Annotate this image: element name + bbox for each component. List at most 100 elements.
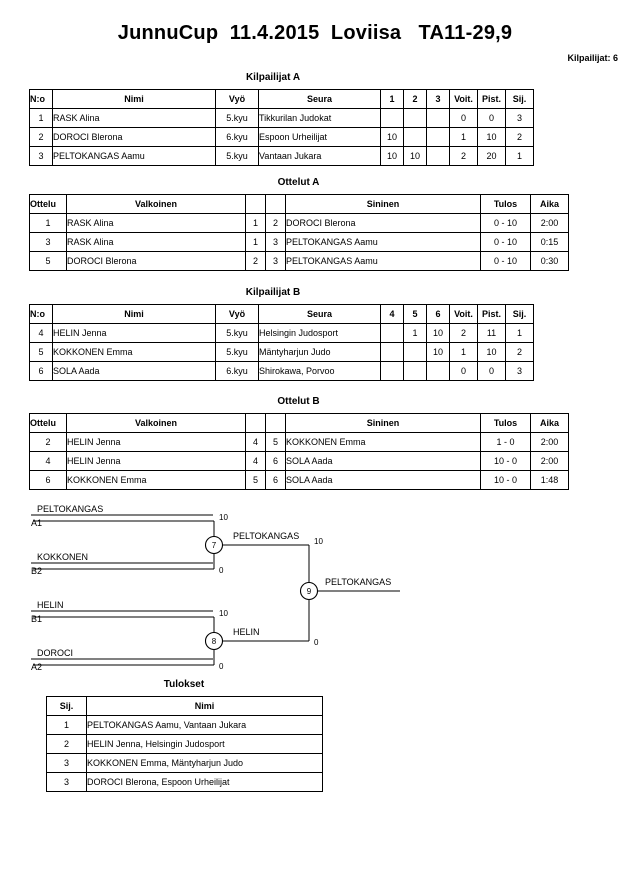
col-vyo: Vyö [215,304,259,324]
cell-sij: 3 [505,108,534,128]
cell-vyo: 5.kyu [215,323,259,343]
cell-voit: 2 [449,323,478,343]
col-pist: Pist. [477,89,506,109]
cell-pist: 0 [477,108,506,128]
matches-a-table: Ottelu Valkoinen Sininen Tulos Aika 1 RA… [29,194,569,271]
cell-sij: 3 [46,753,87,773]
bracket-seed-a2: A2 [31,662,42,672]
cell-sininen: SOLA Aada [285,451,481,471]
cell-pist: 20 [477,146,506,166]
cell-blue-no: 2 [265,213,286,233]
cell-white-no: 1 [245,213,266,233]
table-row: 1 RASK Alina 5.kyu Tikkurilan Judokat 0 … [29,108,534,128]
cell-vyo: 6.kyu [215,127,259,147]
cell-sij: 2 [46,734,87,754]
col-score-6: 6 [426,304,450,324]
cell-ottelu: 3 [29,232,67,252]
cell-tulos: 10 - 0 [480,470,531,490]
cell-blue-no: 6 [265,451,286,471]
cell-nimi: DOROCI Blerona [52,127,216,147]
bracket-winner-sf1: PELTOKANGAS [233,531,299,541]
bracket-node-8-label: 8 [212,637,217,646]
table-row: 3 RASK Alina 1 3 PELTOKANGAS Aamu 0 - 10… [29,232,569,252]
col-score-2: 2 [403,89,427,109]
table-row: 1 RASK Alina 1 2 DOROCI Blerona 0 - 10 2… [29,213,569,233]
cell-blue-no: 6 [265,470,286,490]
page-title: JunnuCup 11.4.2015 Loviisa TA11-29,9 [117,22,513,44]
cell-sij: 3 [46,772,87,792]
cell-blue-no: 3 [265,232,286,252]
col-aika: Aika [530,194,569,214]
cell-nimi: SOLA Aada [52,361,216,381]
bracket-seed-b2: B2 [31,566,42,576]
matches-a-header-row: Ottelu Valkoinen Sininen Tulos Aika [29,194,569,214]
cell-score-6: 10 [426,342,450,362]
cell-vyo: 5.kyu [215,146,259,166]
cell-score-6: 10 [426,323,450,343]
col-ottelu: Ottelu [29,194,67,214]
cell-score-3 [426,108,450,128]
table-row: 2 DOROCI Blerona 6.kyu Espoon Urheilijat… [29,127,534,147]
col-blank-2 [265,194,286,214]
cell-seura: Vantaan Jukara [258,146,381,166]
col-sij: Sij. [46,696,87,716]
col-tulos: Tulos [480,194,531,214]
cell-score-5 [403,342,427,362]
cell-aika: 0:30 [530,251,569,271]
col-blank-1 [245,413,266,433]
cell-seura: Mäntyharjun Judo [258,342,381,362]
col-score-5: 5 [403,304,427,324]
cell-ottelu: 4 [29,451,67,471]
cell-vyo: 6.kyu [215,361,259,381]
bracket-node-9-label: 9 [307,587,312,596]
table-row: 2 HELIN Jenna 4 5 KOKKONEN Emma 1 - 0 2:… [29,432,569,452]
cell-aika: 2:00 [530,432,569,452]
cell-nimi: HELIN Jenna [52,323,216,343]
cell-valkoinen: KOKKONEN Emma [66,470,246,490]
cell-nimi: HELIN Jenna, Helsingin Judosport [86,734,323,754]
cell-tulos: 0 - 10 [480,251,531,271]
bracket-winner-sf2: HELIN [233,627,260,637]
table-row: 1 PELTOKANGAS Aamu, Vantaan Jukara [46,715,323,735]
cell-white-no: 5 [245,470,266,490]
bracket-competitor-a1-name: PELTOKANGAS [37,504,103,514]
cell-no: 5 [29,342,53,362]
table-row: 4 HELIN Jenna 5.kyu Helsingin Judosport … [29,323,534,343]
cell-aika: 0:15 [530,232,569,252]
table-row: 3 KOKKONEN Emma, Mäntyharjun Judo [46,753,323,773]
cell-score-5 [403,361,427,381]
cell-sij: 1 [46,715,87,735]
cell-nimi: PELTOKANGAS Aamu [52,146,216,166]
cell-score-3 [426,127,450,147]
col-sininen: Sininen [285,194,481,214]
bracket-node-9 [299,581,319,601]
col-blank-2 [265,413,286,433]
matches-b-caption: Ottelut B [277,396,320,407]
cell-white-no: 4 [245,451,266,471]
pool-a-header-row: N:o Nimi Vyö Seura 1 2 3 Voit. Pist. Sij… [29,89,534,109]
bracket-competitor-a2-name: DOROCI [37,648,73,658]
cell-nimi: RASK Alina [52,108,216,128]
cell-score-4 [380,361,404,381]
cell-seura: Tikkurilan Judokat [258,108,381,128]
bracket-seed-b1: B1 [31,614,42,624]
col-ottelu: Ottelu [29,413,67,433]
cell-ottelu: 1 [29,213,67,233]
cell-sij: 2 [505,127,534,147]
results-header-row: Sij. Nimi [46,696,323,716]
col-sij: Sij. [505,304,534,324]
cell-score-4 [380,342,404,362]
col-valkoinen: Valkoinen [66,194,246,214]
bracket-competitor-b2-name: KOKKONEN [37,552,88,562]
cell-blue-no: 5 [265,432,286,452]
bracket-node-8 [204,631,224,651]
col-vyo: Vyö [215,89,259,109]
cell-tulos: 0 - 10 [480,213,531,233]
cell-nimi: KOKKONEN Emma, Mäntyharjun Judo [86,753,323,773]
cell-aika: 2:00 [530,451,569,471]
table-row: 6 SOLA Aada 6.kyu Shirokawa, Porvoo 0 0 … [29,361,534,381]
cell-sininen: PELTOKANGAS Aamu [285,232,481,252]
results-caption: Tulokset [163,679,205,690]
table-row: 5 KOKKONEN Emma 5.kyu Mäntyharjun Judo 1… [29,342,534,362]
bracket-score-b1: 10 [219,609,228,618]
